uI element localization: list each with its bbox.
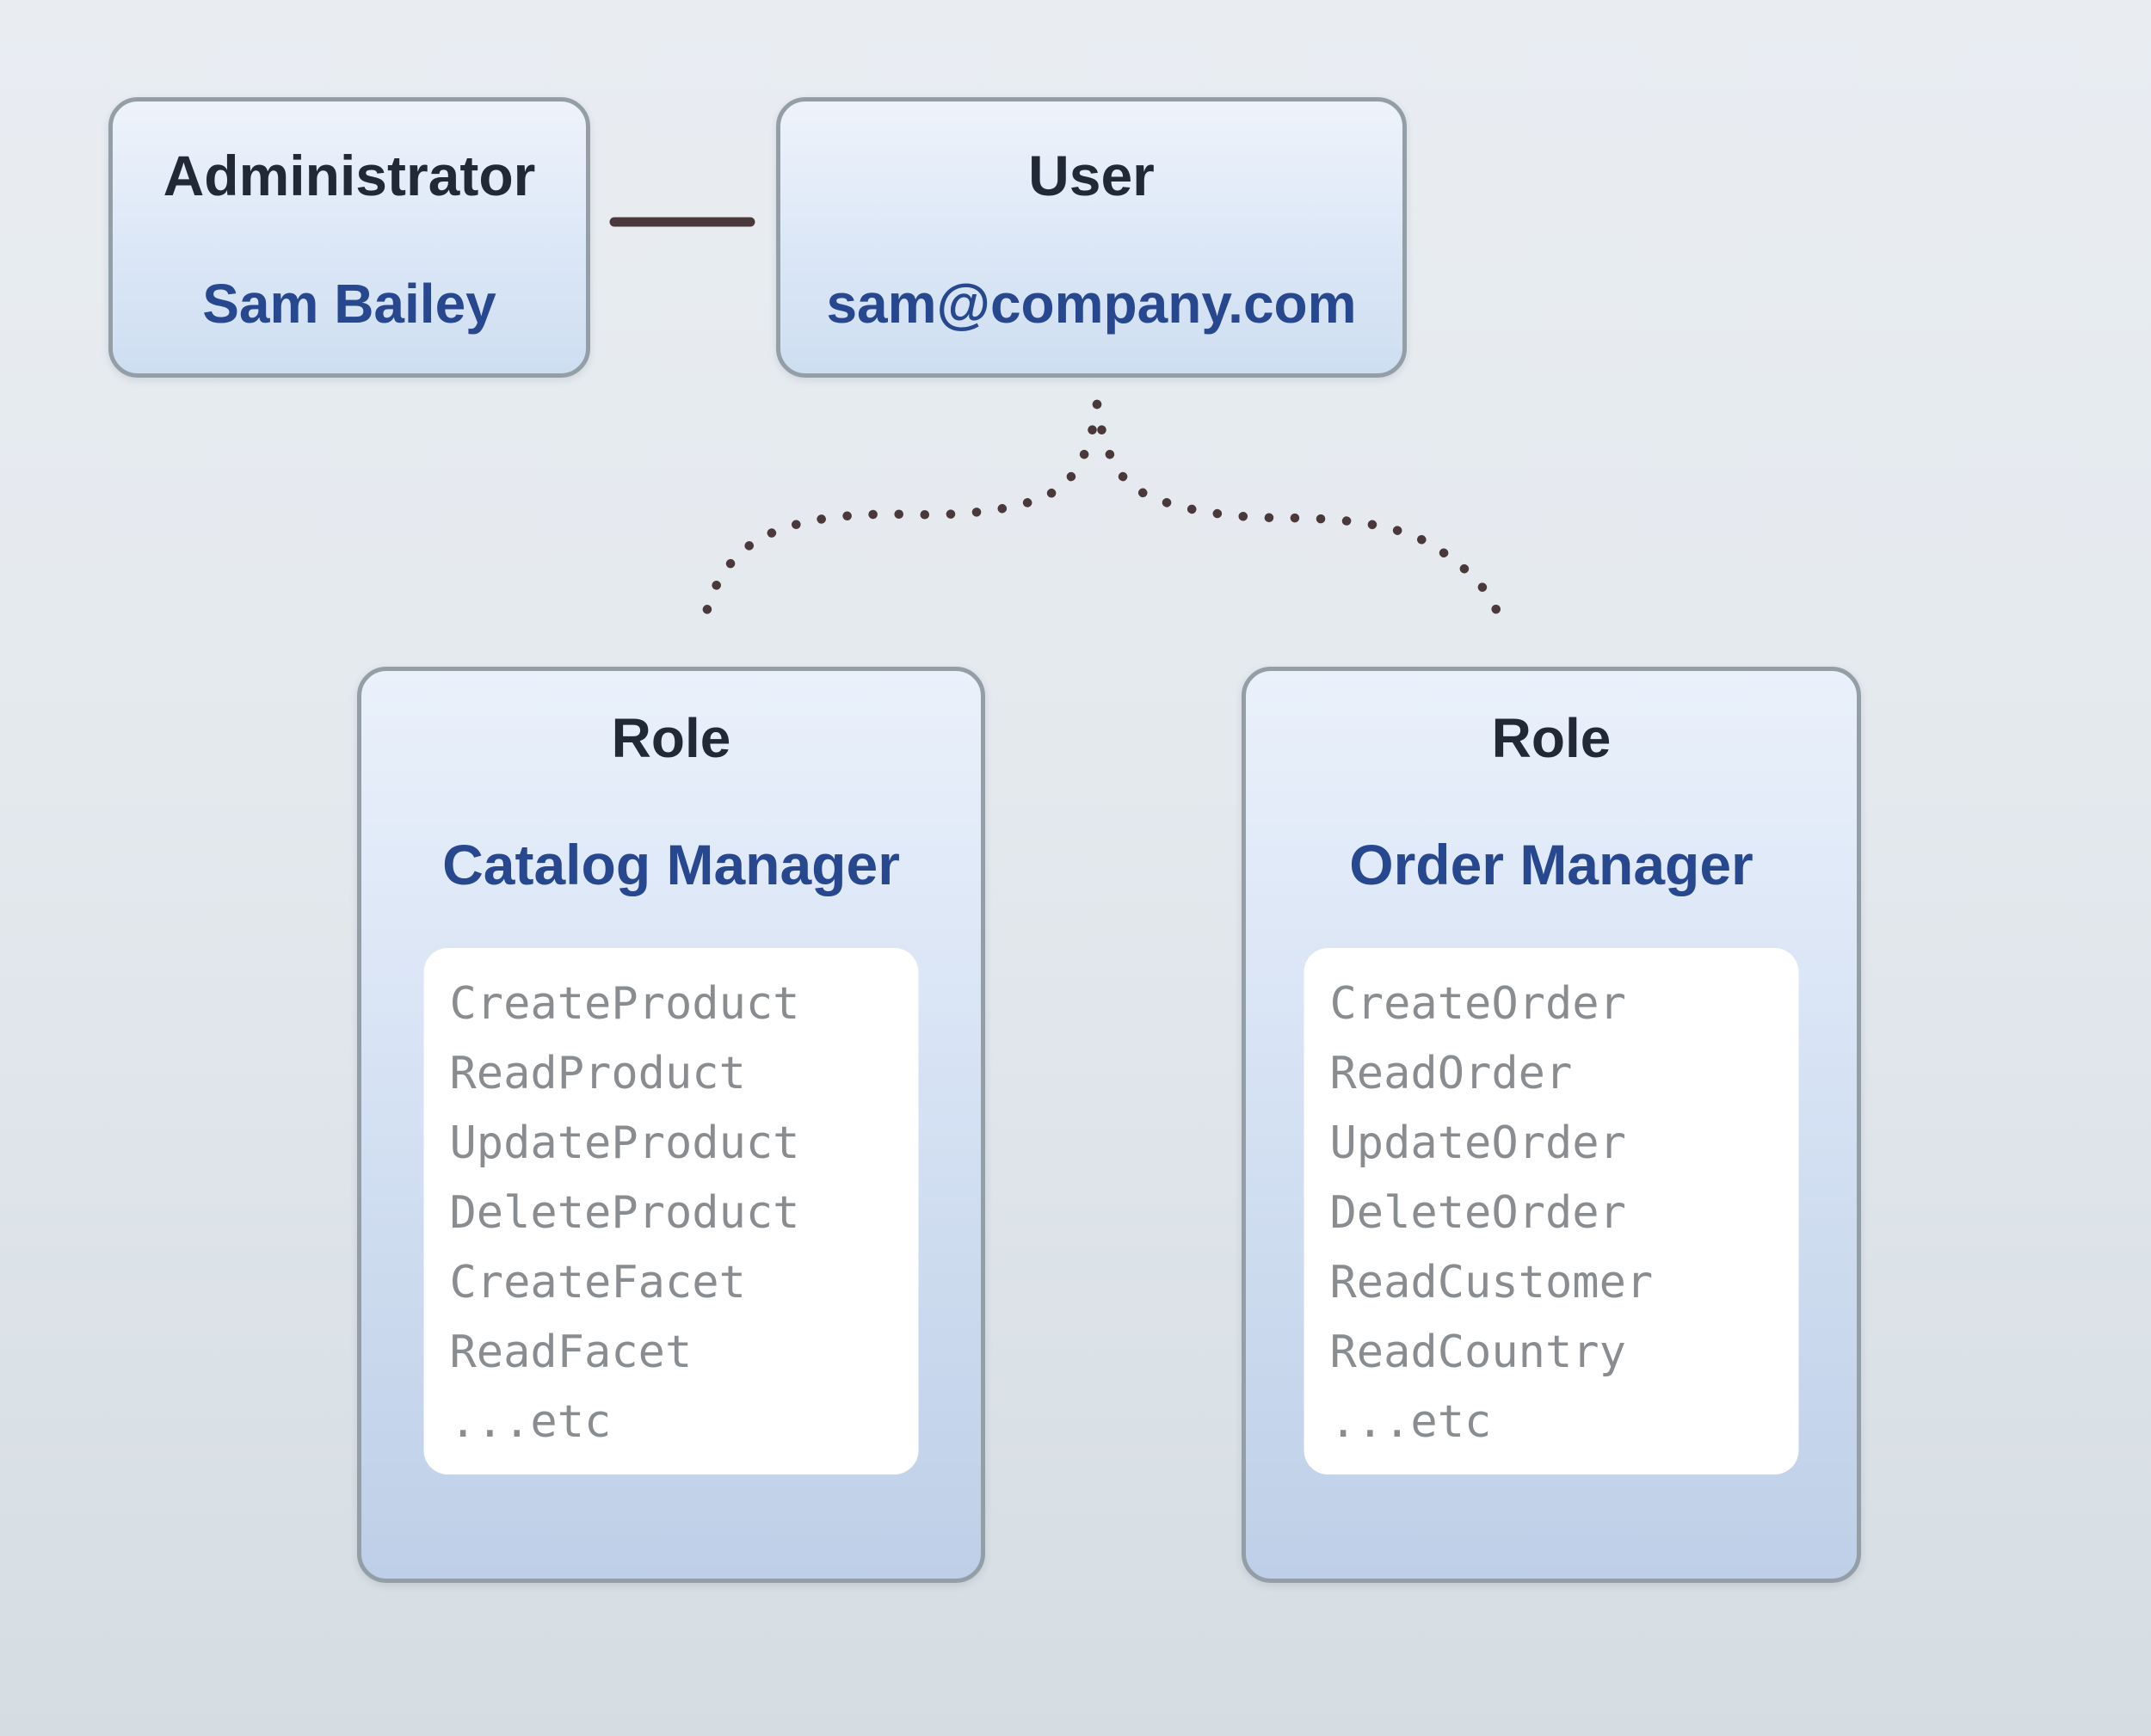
permissions-panel-catalog: CreateProduct ReadProduct UpdateProduct … (423, 948, 919, 1474)
administrator-card: Administrator Sam Bailey (108, 97, 590, 378)
permission-item: ReadFacet (449, 1327, 693, 1378)
user-card: User sam@company.com (776, 97, 1407, 378)
permission-item: DeleteProduct (449, 1187, 800, 1239)
permission-item: ReadCustomer (1329, 1257, 1654, 1308)
role-name-catalog-manager: Catalog Manager (442, 833, 900, 896)
administrator-name: Sam Bailey (202, 273, 496, 335)
permission-item: DeleteOrder (1329, 1187, 1626, 1239)
permissions-panel-order: CreateOrder ReadOrder UpdateOrder Delete… (1304, 948, 1799, 1474)
permission-item: UpdateOrder (1329, 1117, 1626, 1169)
role-name-order-manager: Order Manager (1349, 833, 1753, 896)
permission-item: ReadCountry (1329, 1327, 1626, 1378)
permission-item: ...etc (1329, 1396, 1492, 1448)
user-card-title: User (1028, 144, 1155, 207)
permission-item: CreateOrder (1329, 978, 1626, 1030)
role-card-title: Role (1491, 707, 1612, 769)
permission-item: UpdateProduct (449, 1117, 800, 1169)
permission-item: CreateFacet (449, 1257, 746, 1308)
user-role-link-left (699, 399, 1102, 630)
role-card-catalog-manager: Role Catalog Manager CreateProduct ReadP… (357, 667, 985, 1583)
permission-item: ReadOrder (1329, 1048, 1573, 1099)
user-role-link-right (1092, 399, 1506, 630)
role-card-order-manager: Role Order Manager CreateOrder ReadOrder… (1242, 667, 1861, 1583)
permission-item: CreateProduct (449, 978, 800, 1030)
permission-item: ReadProduct (449, 1048, 746, 1099)
user-email: sam@company.com (826, 273, 1357, 335)
permission-item: ...etc (449, 1396, 612, 1448)
role-card-title: Role (611, 707, 731, 769)
administrator-card-title: Administrator (163, 144, 536, 207)
